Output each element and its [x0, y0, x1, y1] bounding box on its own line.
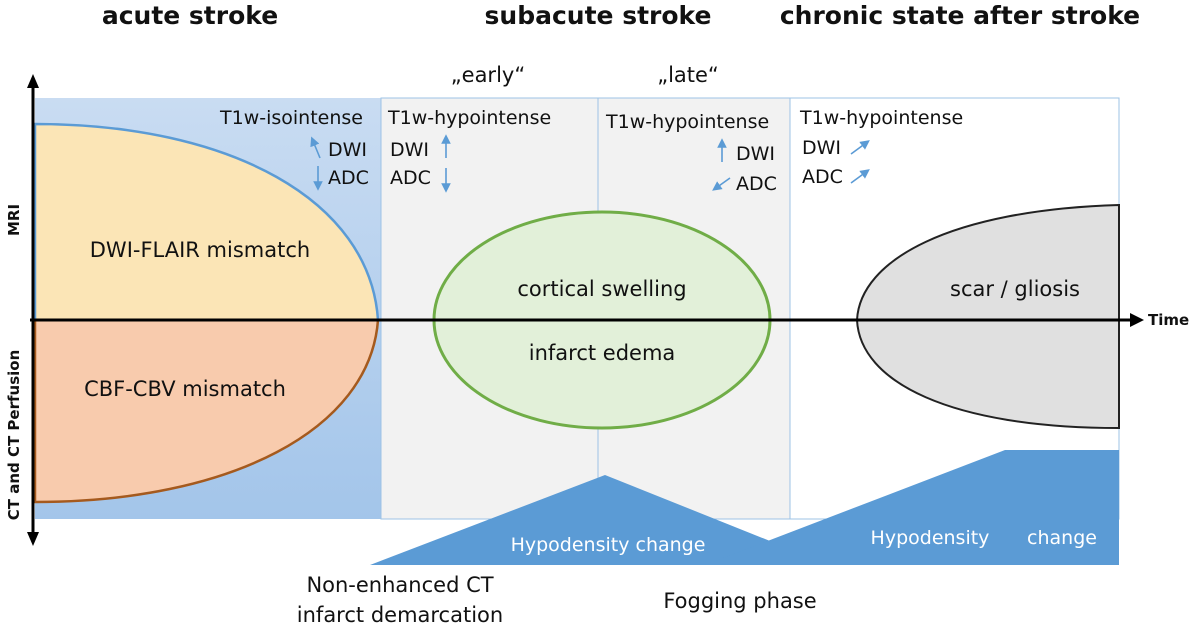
late-adc-arrow-downleft-icon [712, 177, 731, 191]
hypodensity-label-part1: Hypodensity [871, 527, 990, 549]
nect-label-line1: Non-enhanced CT [306, 573, 493, 597]
time-axis-label: Time [1148, 311, 1189, 329]
dwi-flair-mismatch-label: DWI-FLAIR mismatch [90, 238, 310, 262]
chronic-t1-label: T1w-hypointense [799, 107, 963, 129]
chronic-adc-label: ADC [802, 166, 843, 188]
cbf-cbv-mismatch-region [33, 318, 380, 504]
hypodensity-change-label: Hypodensity change [511, 534, 706, 556]
hypodensity-triangle [370, 475, 780, 565]
hypodensity-label-part2: change [1027, 527, 1097, 549]
vertical-axis-bottom-arrowhead [27, 532, 39, 546]
cortical-swelling-label: cortical swelling [517, 277, 686, 301]
scar-gliosis-label: scar / gliosis [950, 277, 1080, 301]
ct-axis-label: CT and CT Perfusion [5, 350, 23, 521]
early-t1-label: T1w-hypointense [387, 107, 551, 129]
dwi-flair-mismatch-region [33, 122, 380, 322]
late-adc-label: ADC [736, 173, 777, 195]
subphase-late: „late“ [657, 63, 719, 87]
late-t1-label: T1w-hypointense [605, 111, 769, 133]
acute-dwi-label: DWI [328, 139, 367, 161]
mri-axis-label: MRI [5, 204, 23, 236]
chronic-adc-arrow-upright-icon [850, 169, 870, 184]
early-dwi-label: DWI [390, 139, 429, 161]
late-dwi-label: DWI [736, 143, 775, 165]
fogging-phase-label: Fogging phase [663, 589, 816, 613]
acute-dwi-arrow-up-icon [310, 136, 321, 159]
hypodensity-ramp [705, 450, 1119, 565]
early-adc-label: ADC [390, 167, 431, 189]
infarct-edema-label: infarct edema [529, 341, 676, 365]
time-axis-arrowhead [1130, 313, 1144, 327]
chronic-dwi-label: DWI [802, 137, 841, 159]
chronic-dwi-arrow-upright-icon [850, 140, 870, 155]
vertical-axis-top-arrowhead [27, 74, 39, 88]
acute-adc-label: ADC [328, 167, 369, 189]
header-subacute-stroke: subacute stroke [485, 1, 712, 30]
subphase-early: „early“ [451, 63, 525, 87]
cbf-cbv-mismatch-label: CBF-CBV mismatch [84, 377, 286, 401]
acute-t1-label: T1w-isointense [219, 107, 363, 129]
nect-label-line2: infarct demarcation [297, 603, 503, 627]
header-acute-stroke: acute stroke [102, 1, 278, 30]
header-chronic-stroke: chronic state after stroke [780, 1, 1140, 30]
